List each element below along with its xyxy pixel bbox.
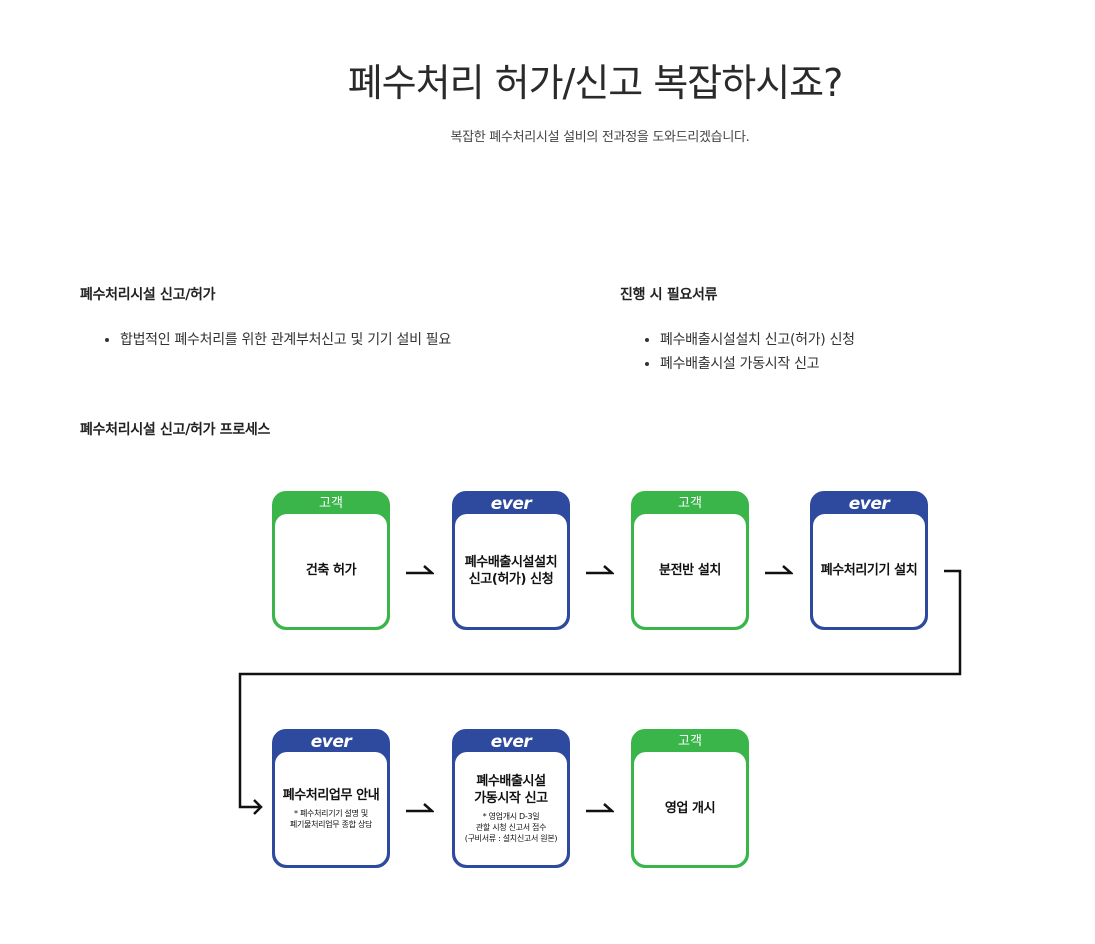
step-label: 폐수처리업무 안내 xyxy=(282,788,380,803)
ever-logo: ever xyxy=(490,732,532,752)
process-step-ever: ever 폐수처리기기 설치 xyxy=(810,491,928,630)
permit-list-item: 합법적인 폐수처리를 위한 관계부처신고 및 기기 설비 필요 xyxy=(120,328,600,352)
page-title: 폐수처리 허가/신고 복잡하시죠? xyxy=(347,61,844,105)
process-step-customer: 고객 영업 개시 xyxy=(631,729,749,868)
right-arrow-icon xyxy=(406,565,434,575)
process-step-customer: 고객 건축 허가 xyxy=(272,491,390,630)
step-note: * 폐수처리기기 설명 및 폐기물처리업무 종합 상담 xyxy=(289,809,373,829)
process-step-ever: ever 폐수배출시설설치 신고(허가) 신청 xyxy=(452,491,570,630)
step-label: 영업 개시 xyxy=(664,801,716,816)
documents-list-item: 폐수배출시설 가동시작 신고 xyxy=(660,352,1060,376)
right-arrow-icon xyxy=(406,803,434,813)
step-tag: 고객 xyxy=(319,496,343,511)
step-label: 분전반 설치 xyxy=(659,563,721,578)
documents-list: 폐수배출시설설치 신고(허가) 신청 폐수배출시설 가동시작 신고 xyxy=(620,328,1060,376)
step-label: 건축 허가 xyxy=(305,563,357,578)
permit-section-heading: 폐수처리시설 신고/허가 xyxy=(80,287,216,303)
right-arrow-icon xyxy=(586,565,614,575)
ever-logo: ever xyxy=(490,494,532,514)
step-label: 폐수처리기기 설치 xyxy=(820,563,918,578)
documents-section-heading: 진행 시 필요서류 xyxy=(620,287,718,303)
ever-logo: ever xyxy=(310,732,352,752)
process-step-ever: ever 폐수배출시설 가동시작 신고 * 영업개시 D-3일 관할 시청 신고… xyxy=(452,729,570,868)
step-label: 폐수배출시설설치 신고(허가) 신청 xyxy=(464,554,558,587)
right-arrow-icon xyxy=(586,803,614,813)
step-tag: 고객 xyxy=(678,734,702,749)
step-note: * 영업개시 D-3일 관할 시청 신고서 접수 (구비서류 : 설치신고서 원… xyxy=(464,812,558,843)
permit-list: 합법적인 폐수처리를 위한 관계부처신고 및 기기 설비 필요 xyxy=(80,328,600,352)
process-step-ever: ever 폐수처리업무 안내 * 폐수처리기기 설명 및 폐기물처리업무 종합 … xyxy=(272,729,390,868)
right-arrow-icon xyxy=(765,565,793,575)
process-step-customer: 고객 분전반 설치 xyxy=(631,491,749,630)
ever-logo: ever xyxy=(848,494,890,514)
process-section-heading: 폐수처리시설 신고/허가 프로세스 xyxy=(80,422,271,438)
step-tag: 고객 xyxy=(678,496,702,511)
page-subtitle: 복잡한 폐수처리시설 설비의 전과정을 도와드리겠습니다. xyxy=(450,130,750,145)
step-label: 폐수배출시설 가동시작 신고 xyxy=(474,774,548,806)
documents-list-item: 폐수배출시설설치 신고(허가) 신청 xyxy=(660,328,1060,352)
